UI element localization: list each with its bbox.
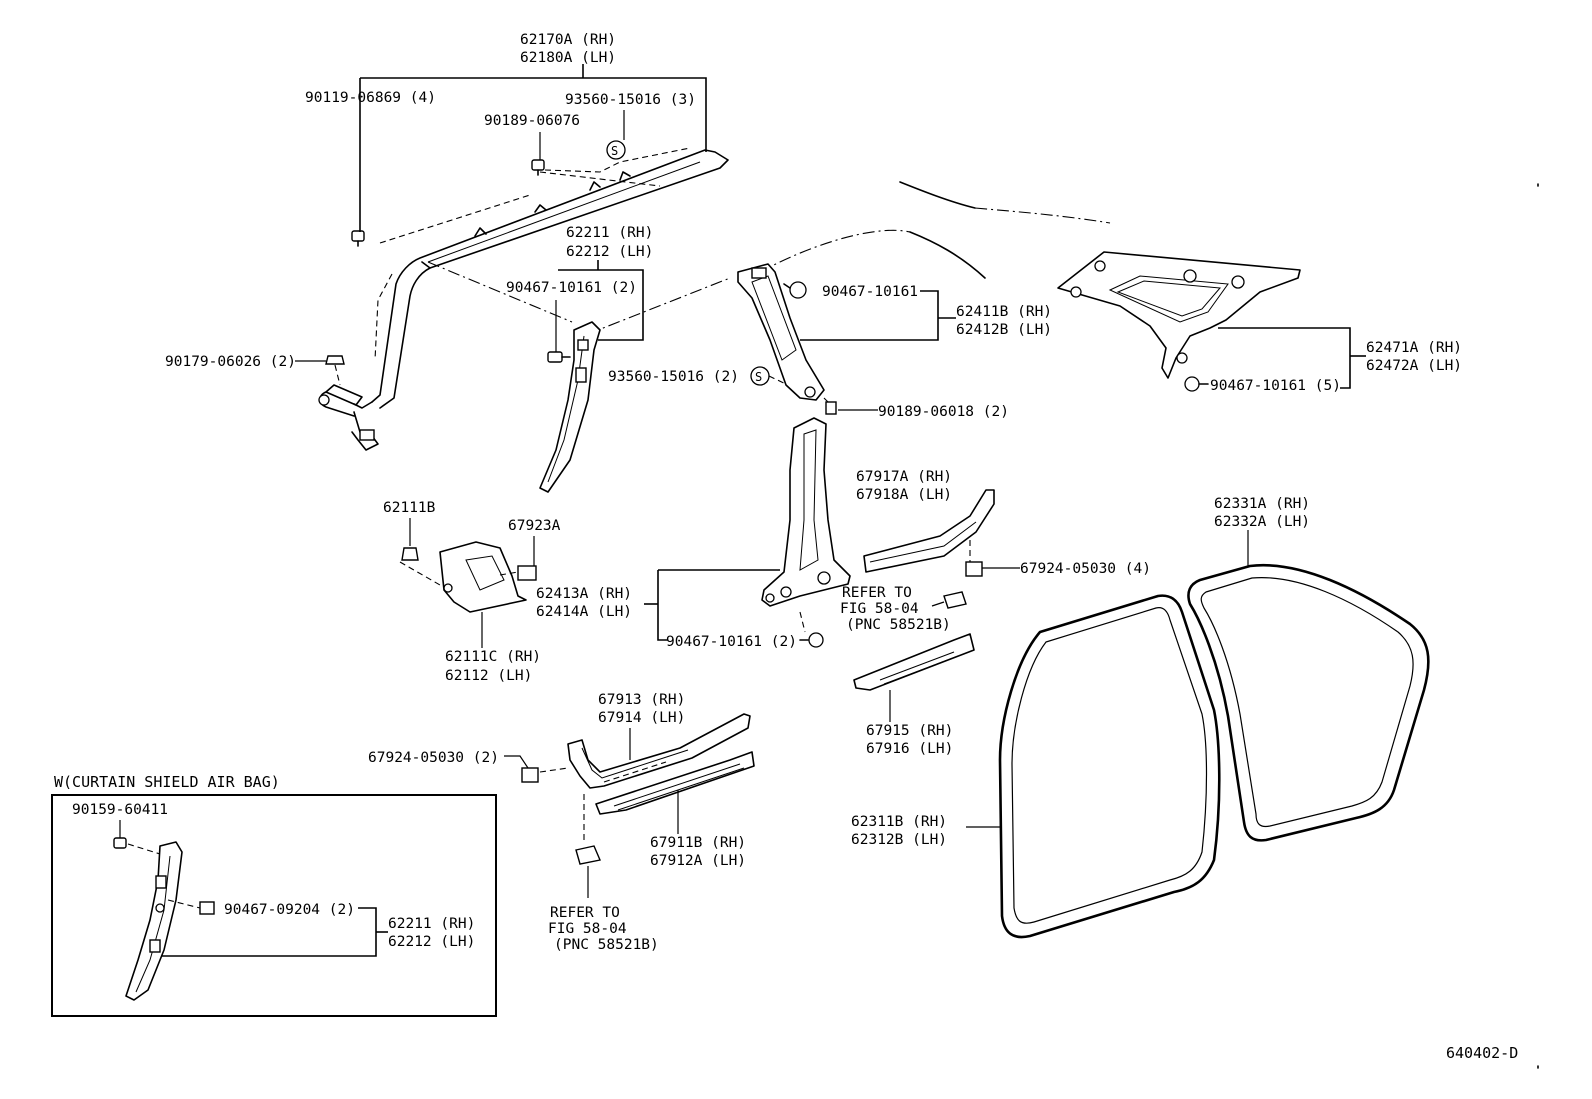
label-67913: 67913 (RH) <box>598 692 685 708</box>
label-62111c: 62111C (RH) <box>445 649 541 665</box>
label-93560-15016-3: 93560-15016 (3) <box>565 92 696 108</box>
svg-text:S: S <box>755 370 762 384</box>
front-step-cover <box>595 751 755 815</box>
push-clip-icon <box>401 547 419 561</box>
push-clip-icon <box>825 401 837 415</box>
roof-side-rail <box>318 149 729 451</box>
push-clip-icon <box>783 281 807 299</box>
label-62112: 62112 (LH) <box>445 668 532 684</box>
center-pillar-lower-garnish <box>761 417 851 607</box>
push-clip-icon <box>521 767 539 783</box>
label-67923a: 67923A <box>508 518 561 534</box>
label-62211: 62211 (RH) <box>566 225 653 241</box>
push-clip-icon <box>965 561 983 577</box>
screw-icon <box>351 230 365 247</box>
label-67917a: 67917A (RH) <box>856 469 952 485</box>
label-90467-10161-5: 90467-10161 (5) <box>1210 378 1341 394</box>
label-62472a: 62472A (LH) <box>1366 358 1462 374</box>
label-90189-06018: 90189-06018 (2) <box>878 404 1009 420</box>
label-fig-58-04-2: FIG 58-04 <box>548 921 627 937</box>
label-90467-09204: 90467-09204 (2) <box>224 902 355 918</box>
label-62180a: 62180A (LH) <box>520 50 616 66</box>
label-62212-inset: 62212 (LH) <box>388 934 475 950</box>
label-62212: 62212 (LH) <box>566 244 653 260</box>
label-90189-06076: 90189-06076 <box>484 113 580 129</box>
push-clip-icon <box>799 632 824 648</box>
figure-code: 640402-D <box>1446 1044 1518 1062</box>
label-67916: 67916 (LH) <box>866 741 953 757</box>
label-90467-10161: 90467-10161 <box>822 284 918 300</box>
label-90159-60411: 90159-60411 <box>72 802 168 818</box>
front-pillar-garnish <box>539 321 601 493</box>
label-62332a: 62332A (LH) <box>1214 514 1310 530</box>
front-door-scuff-plate <box>567 713 751 789</box>
push-clip-icon <box>199 901 215 915</box>
cowl-side-trim <box>439 541 527 613</box>
front-door-opening-trim-weatherstrip <box>998 594 1221 939</box>
label-62211-inset: 62211 (RH) <box>388 916 475 932</box>
label-67924-05030-4: 67924-05030 (4) <box>1020 561 1151 577</box>
label-fig-58-04-1: FIG 58-04 <box>840 601 919 617</box>
sealant-symbol-icon: S <box>606 140 626 160</box>
center-pillar-upper-garnish <box>737 263 825 401</box>
label-62414a: 62414A (LH) <box>536 604 632 620</box>
svg-text:S: S <box>611 144 618 158</box>
label-67915: 67915 (RH) <box>866 723 953 739</box>
screw-icon <box>325 355 345 365</box>
label-refer-to-2: REFER TO <box>550 905 620 921</box>
push-clip-icon <box>517 565 537 581</box>
label-90179-06026: 90179-06026 (2) <box>165 354 296 370</box>
label-93560-15016-2: 93560-15016 (2) <box>608 369 739 385</box>
label-67924-05030-2: 67924-05030 (2) <box>368 750 499 766</box>
label-90119-06869: 90119-06869 (4) <box>305 90 436 106</box>
push-clip-icon <box>1184 376 1209 392</box>
label-pnc-58521b-2: (PNC 58521B) <box>554 937 659 953</box>
rear-door-scuff-plate <box>863 489 995 573</box>
label-90467-10161-2a: 90467-10161 (2) <box>506 280 637 296</box>
inset-title: W(CURTAIN SHIELD AIR BAG) <box>54 773 280 791</box>
label-67912a: 67912A (LH) <box>650 853 746 869</box>
label-67911b: 67911B (RH) <box>650 835 746 851</box>
rear-door-opening-trim-weatherstrip <box>1187 563 1430 842</box>
label-62471a: 62471A (RH) <box>1366 340 1462 356</box>
label-90467-10161-2b: 90467-10161 (2) <box>666 634 797 650</box>
label-67914: 67914 (LH) <box>598 710 685 726</box>
connector-icon <box>575 845 601 865</box>
push-clip-icon <box>547 351 571 363</box>
roof-outline <box>427 181 1111 335</box>
sealant-symbol-icon: S <box>750 366 770 386</box>
label-62312b: 62312B (LH) <box>851 832 947 848</box>
label-62311b: 62311B (RH) <box>851 814 947 830</box>
label-62170a: 62170A (RH) <box>520 32 616 48</box>
inset-frame <box>51 794 497 1017</box>
front-pillar-garnish-airbag <box>125 841 183 1001</box>
connector-icon <box>943 591 967 609</box>
screw-icon <box>113 837 127 849</box>
label-62412b: 62412B (LH) <box>956 322 1052 338</box>
label-62411b: 62411B (RH) <box>956 304 1052 320</box>
roof-side-inner-garnish <box>1057 251 1301 379</box>
label-62413a: 62413A (RH) <box>536 586 632 602</box>
label-67918a: 67918A (LH) <box>856 487 952 503</box>
label-62111b: 62111B <box>383 500 436 516</box>
label-pnc-58521b-1: (PNC 58521B) <box>846 617 951 633</box>
rear-step-cover <box>853 633 975 691</box>
label-62331a: 62331A (RH) <box>1214 496 1310 512</box>
label-refer-to-1: REFER TO <box>842 585 912 601</box>
screw-icon <box>531 159 545 176</box>
